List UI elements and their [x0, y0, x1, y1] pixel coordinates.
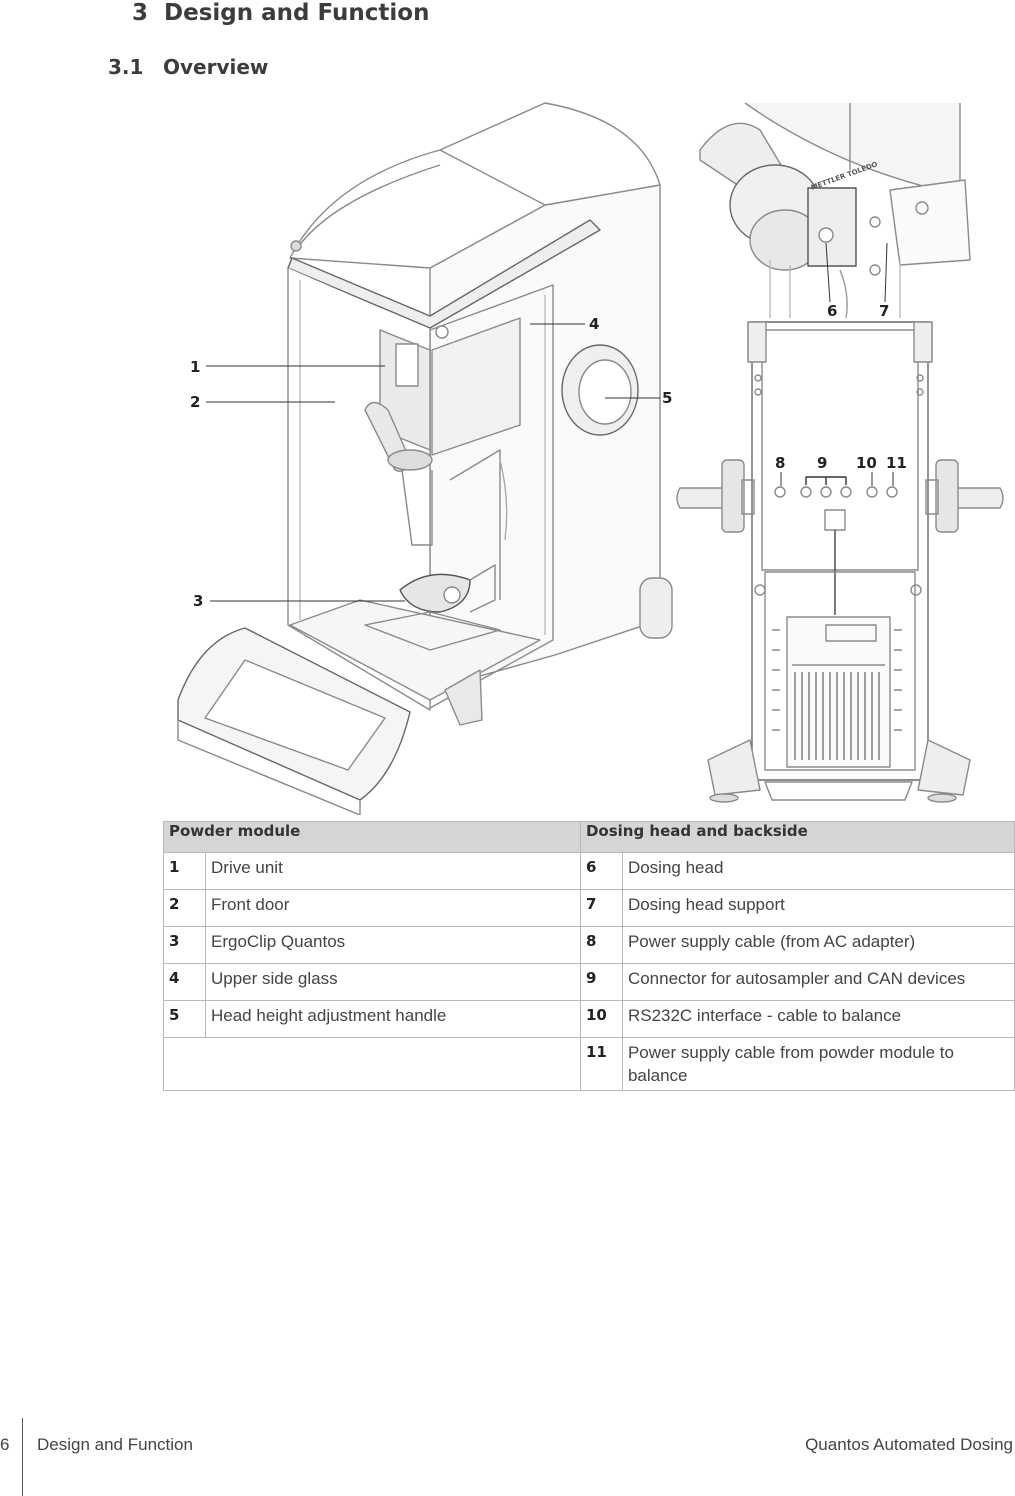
item-label: RS232C interface - cable to balance	[621, 1000, 1015, 1038]
table-row: 3 ErgoClip Quantos 8 Power supply cable …	[163, 926, 1015, 964]
callout-5: 5	[662, 389, 672, 407]
item-number: 6	[579, 852, 623, 890]
overview-figure: METTLER TOLEDO 1 2 3 4 5 6 7 8 9 10 11	[177, 102, 1004, 815]
item-label: Power supply cable from powder module to…	[621, 1037, 1015, 1091]
item-label: Dosing head support	[621, 889, 1015, 927]
callout-7: 7	[879, 302, 889, 320]
section-number: 3	[132, 0, 149, 26]
empty-cell	[163, 1037, 581, 1091]
callout-9: 9	[817, 454, 827, 472]
item-label: Power supply cable (from AC adapter)	[621, 926, 1015, 964]
legend-header-dosing-head: Dosing head and backside	[579, 821, 1015, 853]
item-number: 11	[579, 1037, 623, 1091]
item-label: Upper side glass	[205, 963, 581, 1001]
item-number: 2	[163, 889, 206, 927]
table-row: 2 Front door 7 Dosing head support	[163, 889, 1015, 927]
callout-6: 6	[827, 302, 837, 320]
callout-3: 3	[193, 592, 203, 610]
table-row: 11 Power supply cable from powder module…	[163, 1037, 1015, 1091]
legend-header-row: Powder module Dosing head and backside	[163, 821, 1015, 853]
legend-table: Powder module Dosing head and backside 1…	[163, 821, 1015, 1091]
item-number: 10	[579, 1000, 623, 1038]
callout-4: 4	[589, 315, 599, 333]
table-row: 5 Head height adjustment handle 10 RS232…	[163, 1000, 1015, 1038]
item-number: 8	[579, 926, 623, 964]
powder-module-illustration	[177, 102, 673, 815]
item-label: Front door	[205, 889, 581, 927]
item-label: Connector for autosampler and CAN device…	[621, 963, 1015, 1001]
item-number: 7	[579, 889, 623, 927]
item-label: ErgoClip Quantos	[205, 926, 581, 964]
item-number: 1	[163, 852, 206, 890]
callout-1: 1	[190, 358, 200, 376]
footer-divider	[22, 1418, 23, 1496]
item-label: Drive unit	[205, 852, 581, 890]
callout-11: 11	[886, 454, 907, 472]
footer-product: Quantos Automated Dosing	[805, 1435, 1013, 1454]
item-label: Dosing head	[621, 852, 1015, 890]
mettler-toledo-logo: METTLER TOLEDO	[810, 160, 879, 192]
subsection-title: Overview	[163, 55, 269, 79]
item-number: 9	[579, 963, 623, 1001]
page-number: 6	[0, 1435, 10, 1454]
item-number: 3	[163, 926, 206, 964]
table-row: 1 Drive unit 6 Dosing head	[163, 852, 1015, 890]
table-row: 4 Upper side glass 9 Connector for autos…	[163, 963, 1015, 1001]
subsection-heading: 3.1 Overview	[108, 55, 268, 79]
footer-section: Design and Function	[37, 1435, 193, 1454]
callout-10: 10	[856, 454, 877, 472]
section-heading: 3 Design and Function	[132, 0, 429, 26]
item-label: Head height adjustment handle	[205, 1000, 581, 1038]
callout-2: 2	[190, 393, 200, 411]
section-title: Design and Function	[164, 0, 430, 26]
item-number: 5	[163, 1000, 206, 1038]
legend-header-powder-module: Powder module	[163, 821, 581, 853]
item-number: 4	[163, 963, 206, 1001]
subsection-number: 3.1	[108, 55, 144, 79]
dosing-head-illustration	[676, 102, 1004, 803]
callout-8: 8	[775, 454, 785, 472]
